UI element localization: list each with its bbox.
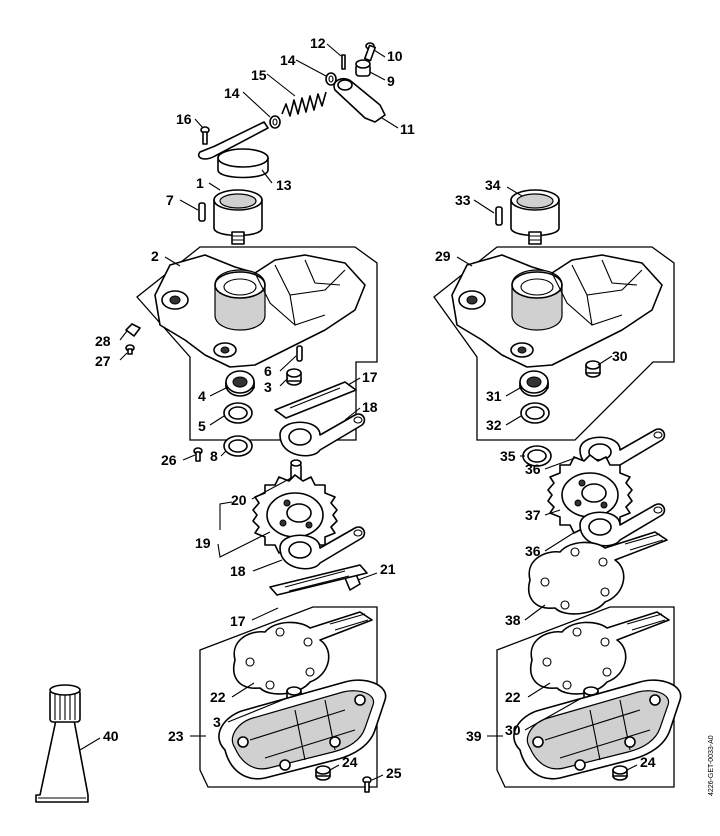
label-31: 31 bbox=[486, 388, 502, 404]
label-21: 21 bbox=[380, 561, 396, 577]
sleeve-30-upper bbox=[585, 360, 601, 378]
bracket-13 bbox=[197, 121, 269, 179]
cover-plate-39 bbox=[513, 679, 682, 780]
cover-frame-left bbox=[199, 606, 378, 788]
pin-6 bbox=[296, 345, 303, 362]
seal-ring-5 bbox=[223, 402, 253, 424]
grease-tube-40 bbox=[35, 684, 89, 803]
nut-9 bbox=[355, 59, 371, 77]
drive-cup-1 bbox=[213, 189, 263, 245]
label-12: 12 bbox=[310, 35, 326, 51]
cover-frame-right bbox=[496, 606, 675, 788]
pin-7 bbox=[198, 202, 206, 222]
label-32: 32 bbox=[486, 417, 502, 433]
gearbox-housing-29 bbox=[451, 254, 663, 368]
document-id: 4226-GET-0033-A0 bbox=[708, 735, 715, 796]
label-24-left: 24 bbox=[342, 754, 358, 770]
label-19: 19 bbox=[195, 535, 211, 551]
ring-8 bbox=[223, 435, 253, 457]
hex-screw-10 bbox=[363, 42, 377, 62]
label-13: 13 bbox=[276, 177, 292, 193]
label-20: 20 bbox=[231, 492, 247, 508]
washer-14-top bbox=[325, 72, 337, 86]
label-7: 7 bbox=[166, 192, 174, 208]
washer-14-left bbox=[269, 115, 281, 129]
label-11: 11 bbox=[400, 121, 415, 137]
seal-ring-32 bbox=[520, 402, 550, 424]
eccentric-plate-18-upper bbox=[279, 413, 366, 457]
label-15: 15 bbox=[251, 67, 267, 83]
label-38: 38 bbox=[505, 612, 521, 628]
label-17-upper: 17 bbox=[362, 369, 378, 385]
label-14-top: 14 bbox=[280, 52, 296, 68]
gasket-38 bbox=[527, 531, 668, 615]
label-30-lower: 30 bbox=[505, 722, 521, 738]
leader-lines bbox=[79, 43, 638, 781]
plug-24-left bbox=[315, 765, 331, 781]
label-33: 33 bbox=[455, 192, 471, 208]
housing-frame-right bbox=[433, 246, 675, 441]
label-8: 8 bbox=[210, 448, 218, 464]
label-40: 40 bbox=[103, 728, 119, 744]
label-39: 39 bbox=[466, 728, 482, 744]
label-25: 25 bbox=[386, 765, 402, 781]
label-17-lower: 17 bbox=[230, 613, 246, 629]
label-4: 4 bbox=[198, 388, 206, 404]
label-2: 2 bbox=[151, 248, 159, 264]
ball-bearing-31 bbox=[519, 370, 549, 397]
screw-16 bbox=[200, 126, 210, 145]
label-9: 9 bbox=[387, 73, 395, 89]
label-37: 37 bbox=[525, 507, 541, 523]
label-3-upper: 3 bbox=[264, 379, 272, 395]
pin-33 bbox=[495, 206, 503, 226]
label-1: 1 bbox=[196, 175, 204, 191]
slide-plate-17-upper bbox=[274, 381, 357, 419]
screw-25 bbox=[362, 776, 372, 793]
sleeve-3-upper bbox=[286, 368, 302, 386]
screw-26 bbox=[193, 447, 203, 462]
lever-11 bbox=[333, 78, 386, 123]
screw-27 bbox=[125, 344, 135, 355]
label-35: 35 bbox=[500, 448, 516, 464]
label-29: 29 bbox=[435, 248, 451, 264]
label-18-upper: 18 bbox=[362, 399, 378, 415]
label-5: 5 bbox=[198, 418, 206, 434]
label-23: 23 bbox=[168, 728, 184, 744]
label-14-left: 14 bbox=[224, 85, 240, 101]
clip-28 bbox=[125, 323, 141, 337]
label-36-upper: 36 bbox=[525, 461, 541, 477]
label-30-upper: 30 bbox=[612, 348, 628, 364]
plug-24-right bbox=[612, 765, 628, 781]
label-24-right: 24 bbox=[640, 754, 656, 770]
drive-cup-34 bbox=[510, 189, 560, 245]
label-18-lower: 18 bbox=[230, 563, 246, 579]
label-36-lower: 36 bbox=[525, 543, 541, 559]
cover-plate-23 bbox=[218, 679, 387, 780]
label-27: 27 bbox=[95, 353, 111, 369]
part-labels: 12 10 9 11 14 15 14 16 13 1 7 2 28 27 6 … bbox=[95, 35, 656, 781]
label-6: 6 bbox=[264, 363, 272, 379]
label-10: 10 bbox=[387, 48, 403, 64]
spring-15 bbox=[281, 91, 327, 117]
label-16: 16 bbox=[176, 111, 192, 127]
label-28: 28 bbox=[95, 333, 111, 349]
label-34: 34 bbox=[485, 177, 501, 193]
gearbox-housing-2 bbox=[154, 254, 366, 368]
ball-bearing-4 bbox=[225, 370, 255, 397]
pin-12 bbox=[341, 54, 346, 70]
label-22-left: 22 bbox=[210, 689, 226, 705]
label-3-lower: 3 bbox=[213, 714, 221, 730]
label-22-right: 22 bbox=[505, 689, 521, 705]
label-26: 26 bbox=[161, 452, 177, 468]
